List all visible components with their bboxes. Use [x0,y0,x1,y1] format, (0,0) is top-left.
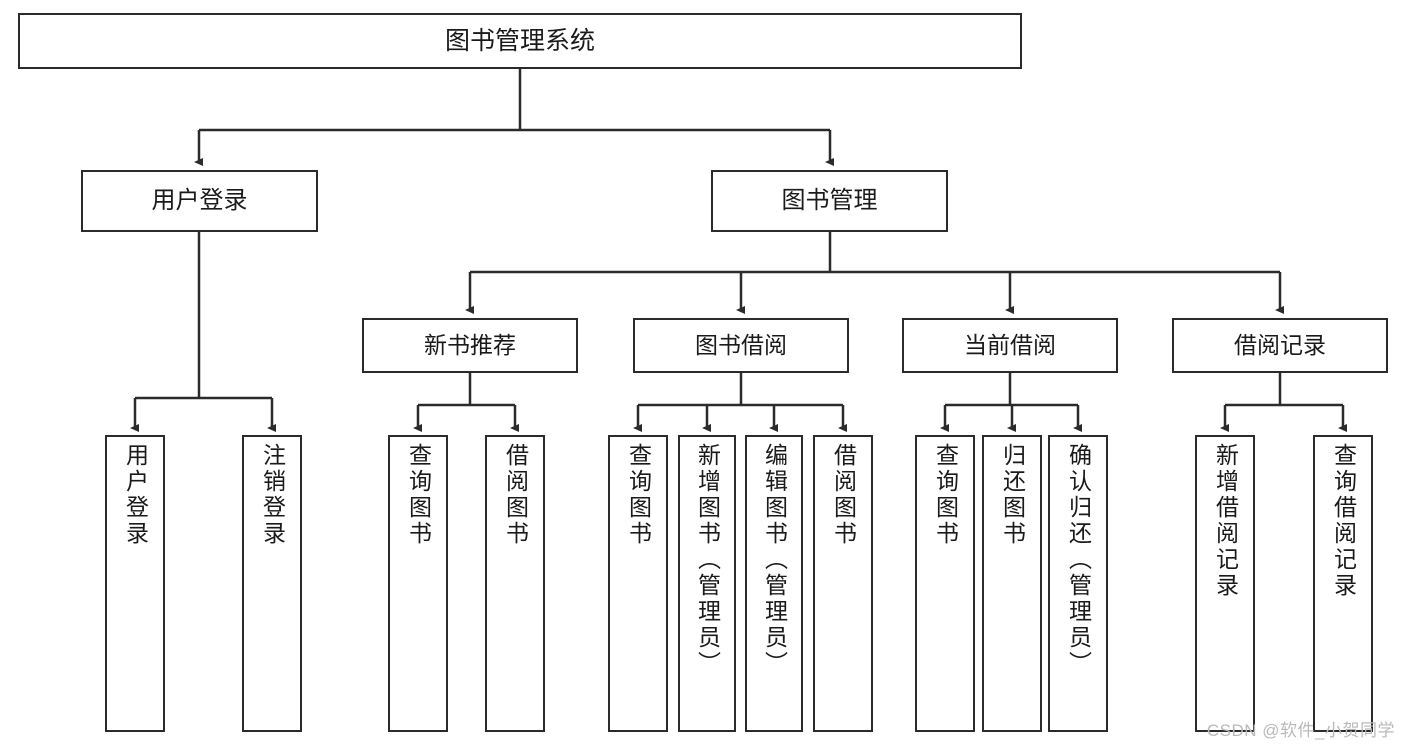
node-leaf-add-book-label: 新增图书（管理员） [694,443,721,677]
node-leaf-add-book[interactable]: 新增图书（管理员） [678,435,736,732]
watermark: CSDN @软件_小贺同学 [1206,721,1395,740]
node-leaf-return-book-label: 归还图书 [999,443,1026,547]
node-leaf-borrow-book[interactable]: 借阅图书 [813,435,873,732]
node-leaf-query-book-rec[interactable]: 查询图书 [388,435,448,732]
node-leaf-return-book[interactable]: 归还图书 [982,435,1042,732]
node-user-login-label: 用户登录 [151,187,248,215]
node-leaf-add-record-label: 新增借阅记录 [1212,443,1239,599]
node-leaf-query-book-rec-label: 查询图书 [405,443,432,547]
edges-newbookrec-to-leaves [413,373,519,432]
edges-borrowrecord-to-leaves [1220,373,1347,432]
node-book-borrow[interactable]: 图书借阅 [633,318,849,373]
node-leaf-add-record[interactable]: 新增借阅记录 [1195,435,1255,732]
node-borrow-record[interactable]: 借阅记录 [1172,318,1388,373]
node-leaf-borrow-book-rec[interactable]: 借阅图书 [485,435,545,732]
node-root[interactable]: 图书管理系统 [18,13,1022,69]
node-leaf-borrow-book-label: 借阅图书 [830,443,857,547]
node-book-manage[interactable]: 图书管理 [711,170,948,232]
node-current-borrow-label: 当前借阅 [964,332,1056,359]
node-leaf-user-login-label: 用户登录 [122,443,149,547]
edges-bookborrow-to-leaves [633,373,847,432]
node-leaf-confirm-return[interactable]: 确认归还（管理员） [1048,435,1108,732]
node-book-manage-label: 图书管理 [781,187,878,215]
node-leaf-user-logout-label: 注销登录 [259,443,286,547]
node-leaf-query-book-borrow[interactable]: 查询图书 [608,435,668,732]
edges-currentborrow-to-leaves [940,373,1082,432]
node-leaf-query-record[interactable]: 查询借阅记录 [1313,435,1373,732]
edges-bookmanage-to-level3 [465,232,1284,314]
node-leaf-borrow-book-rec-label: 借阅图书 [502,443,529,547]
edges-root-to-level2 [194,69,834,166]
node-leaf-user-logout[interactable]: 注销登录 [242,435,302,732]
node-leaf-query-book-cur[interactable]: 查询图书 [915,435,975,732]
node-leaf-edit-book[interactable]: 编辑图书（管理员） [745,435,803,732]
node-new-book-rec[interactable]: 新书推荐 [362,318,578,373]
node-user-login[interactable]: 用户登录 [81,170,318,232]
node-leaf-query-book-borrow-label: 查询图书 [625,443,652,547]
node-new-book-rec-label: 新书推荐 [424,332,516,359]
node-borrow-record-label: 借阅记录 [1234,332,1326,359]
node-leaf-query-book-cur-label: 查询图书 [932,443,959,547]
node-root-label: 图书管理系统 [444,26,595,55]
node-current-borrow[interactable]: 当前借阅 [902,318,1118,373]
node-leaf-query-record-label: 查询借阅记录 [1330,443,1357,599]
edges-userlogin-to-leaves [130,232,276,432]
node-leaf-edit-book-label: 编辑图书（管理员） [761,443,788,677]
node-leaf-confirm-return-label: 确认归还（管理员） [1065,443,1092,677]
node-book-borrow-label: 图书借阅 [695,332,787,359]
node-leaf-user-login[interactable]: 用户登录 [105,435,165,732]
